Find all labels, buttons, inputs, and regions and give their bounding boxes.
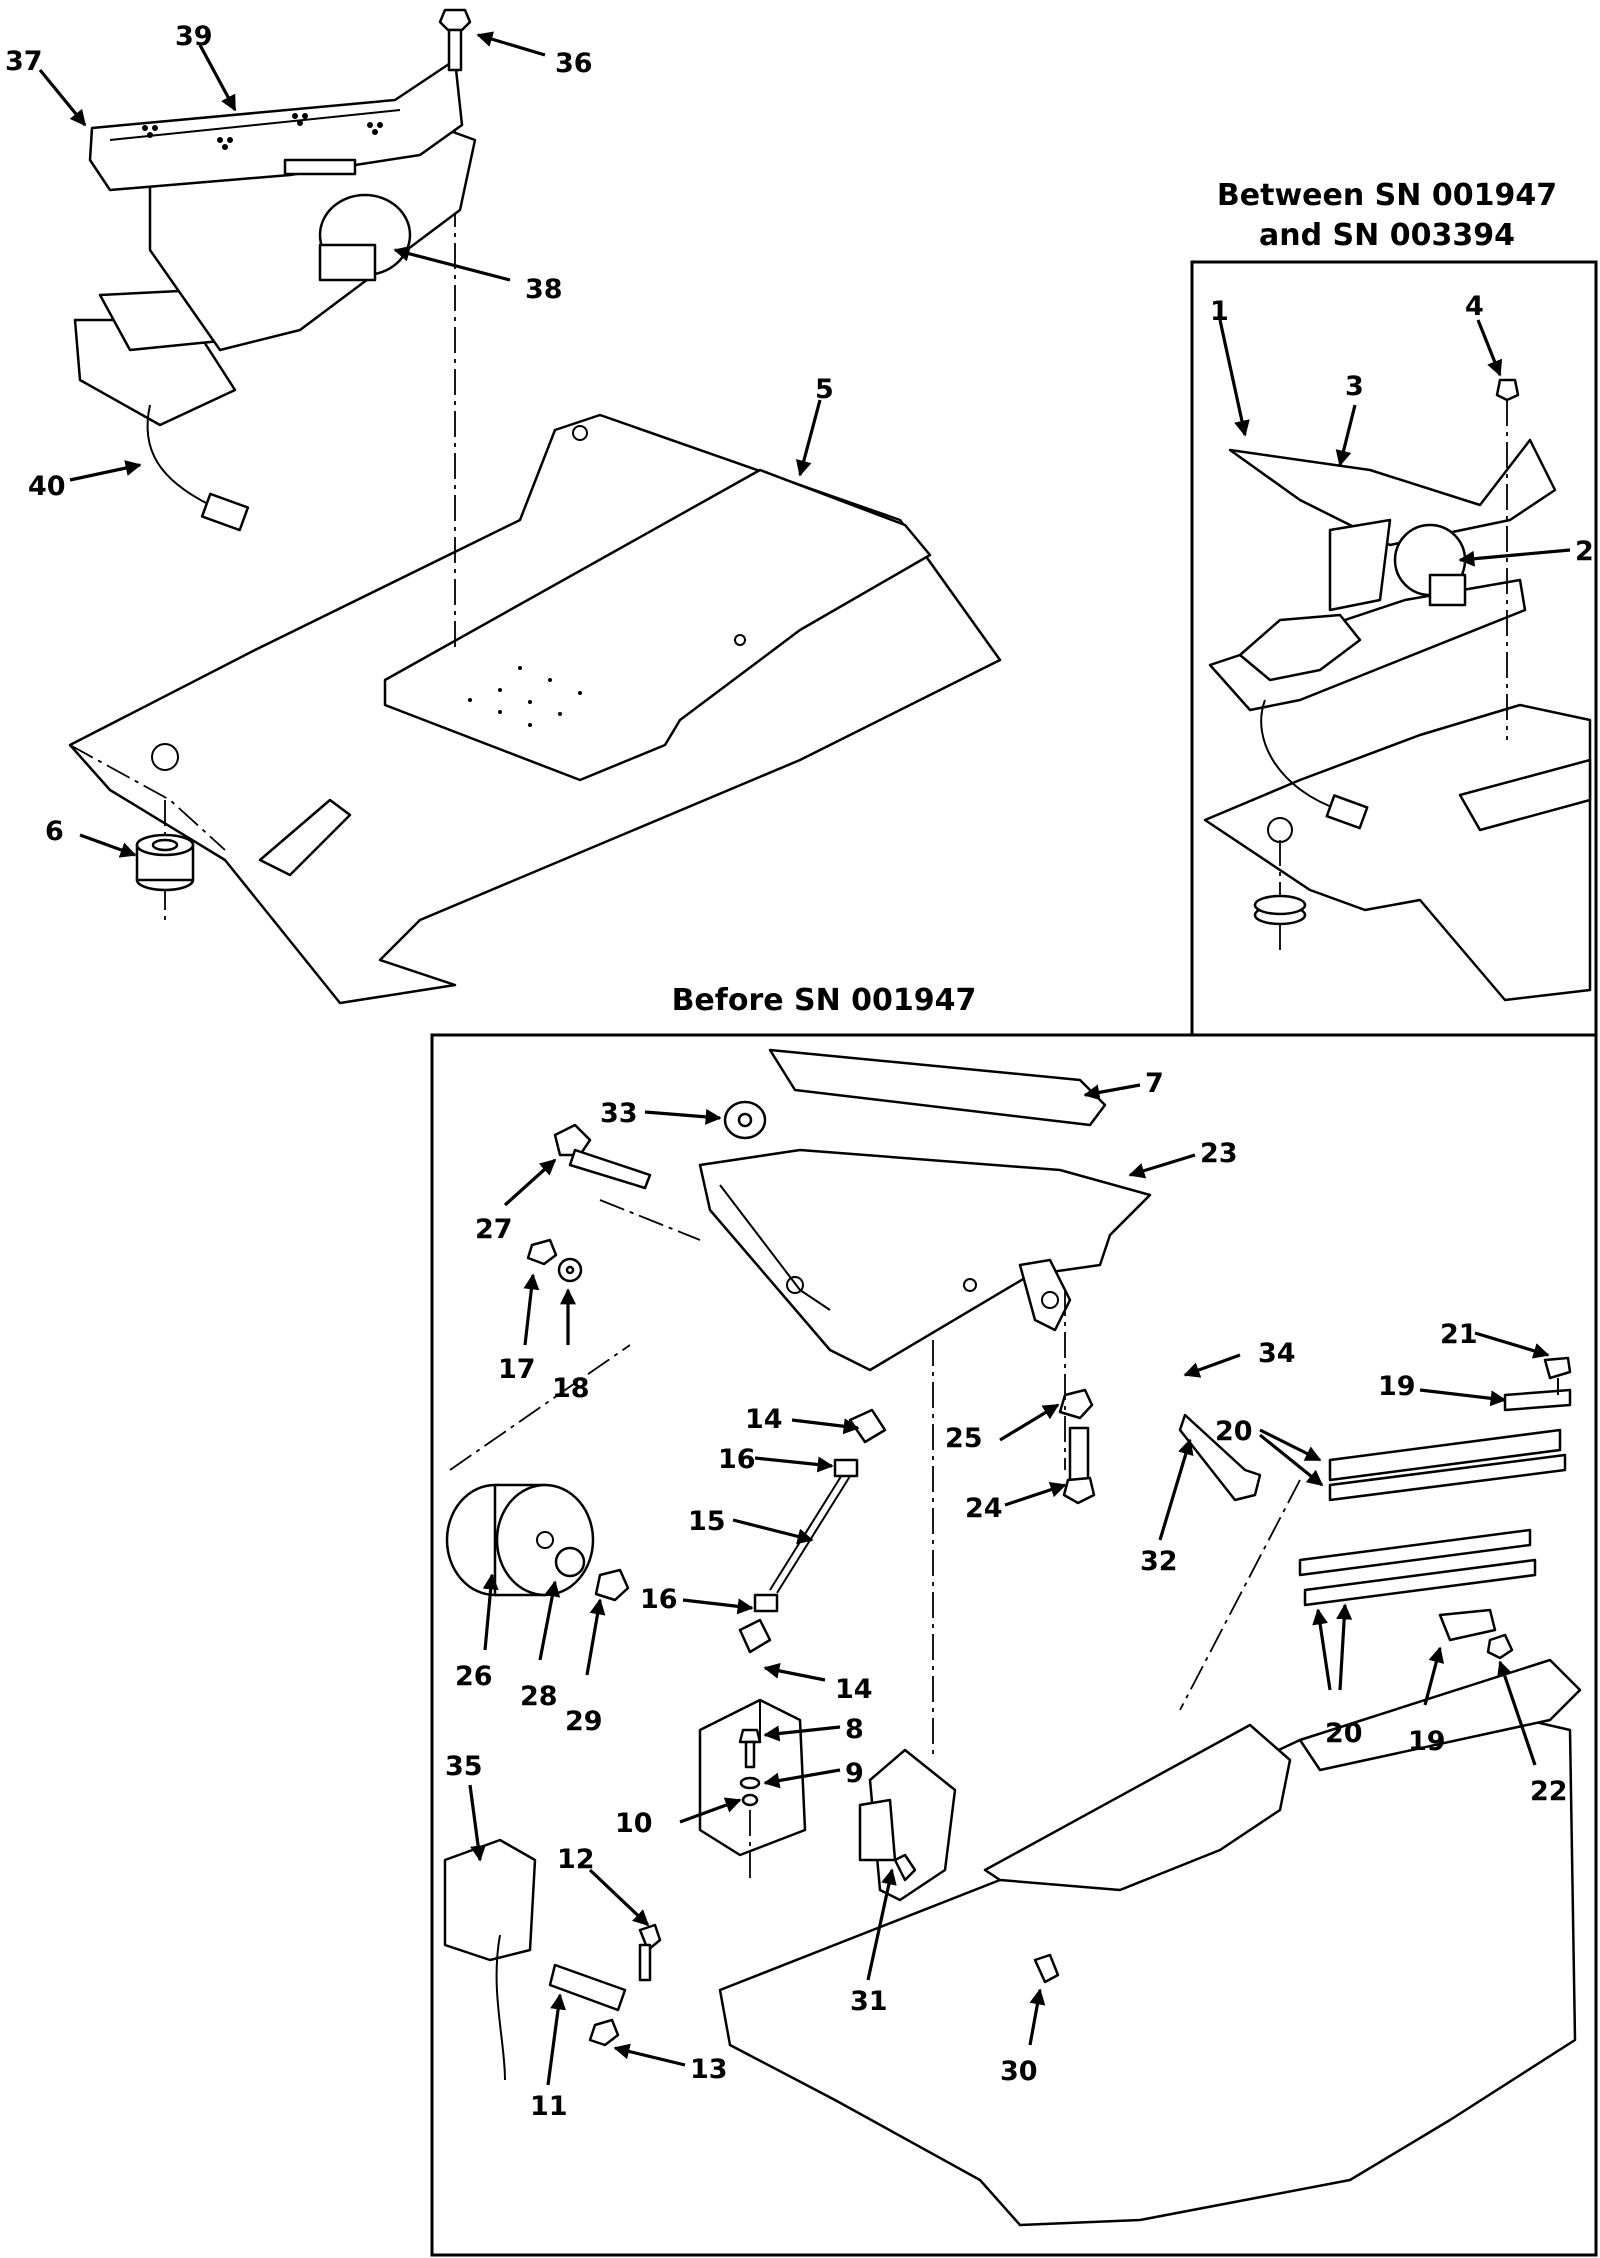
callout-37: 37 xyxy=(5,46,43,77)
callout-11: 11 xyxy=(530,2091,568,2122)
callout-4: 4 xyxy=(1465,291,1484,322)
callout-36: 36 xyxy=(555,48,593,79)
callout-31: 31 xyxy=(850,1986,888,2017)
callout-8: 8 xyxy=(845,1714,864,1745)
callout-2: 2 xyxy=(1575,536,1594,567)
callout-14-bottom: 14 xyxy=(835,1674,873,1705)
callout-10: 10 xyxy=(615,1808,653,1839)
callout-21: 21 xyxy=(1440,1319,1478,1350)
callout-27: 27 xyxy=(475,1214,513,1245)
callout-1: 1 xyxy=(1210,296,1229,327)
between-title-line1: Between SN 001947 xyxy=(1217,178,1557,213)
floor-mat xyxy=(383,468,932,782)
callout-9: 9 xyxy=(845,1758,864,1789)
callout-20-bottom: 20 xyxy=(1325,1718,1363,1749)
callout-25: 25 xyxy=(945,1423,983,1454)
callout-39: 39 xyxy=(175,21,213,52)
callout-20-top: 20 xyxy=(1215,1416,1253,1447)
callout-3: 3 xyxy=(1345,371,1364,402)
callout-30: 30 xyxy=(1000,2056,1038,2087)
callout-40: 40 xyxy=(28,471,66,502)
callout-13: 13 xyxy=(690,2054,728,2085)
callout-28: 28 xyxy=(520,1681,558,1712)
callout-7: 7 xyxy=(1145,1068,1164,1099)
callout-arrows xyxy=(38,31,1571,2086)
between-panel: Between SN 001947 and SN 003394 xyxy=(1190,178,1598,1037)
callout-15: 15 xyxy=(688,1506,726,1537)
callout-12: 12 xyxy=(557,1844,595,1875)
between-title-line2: and SN 003394 xyxy=(1259,218,1515,253)
callout-32: 32 xyxy=(1140,1546,1178,1577)
callout-16-top: 16 xyxy=(718,1444,756,1475)
callout-19-bottom: 19 xyxy=(1408,1726,1446,1757)
callout-38: 38 xyxy=(525,274,563,305)
main-assembly xyxy=(68,8,1002,1005)
callout-17: 17 xyxy=(498,1354,536,1385)
callout-24: 24 xyxy=(965,1493,1003,1524)
grommet xyxy=(135,833,195,892)
callout-labels: 37 39 36 38 40 5 6 1 3 4 2 7 23 33 27 17… xyxy=(5,21,1594,2122)
before-title: Before SN 001947 xyxy=(672,983,977,1018)
callout-6: 6 xyxy=(45,816,64,847)
callout-35: 35 xyxy=(445,1751,483,1782)
callout-5: 5 xyxy=(815,374,834,405)
pedal-assembly xyxy=(73,8,477,532)
before-frame xyxy=(430,1033,1598,2257)
callout-26: 26 xyxy=(455,1661,493,1692)
callout-22: 22 xyxy=(1530,1776,1568,1807)
callout-33: 33 xyxy=(600,1098,638,1129)
callout-14-top: 14 xyxy=(745,1404,783,1435)
callout-16-bottom: 16 xyxy=(640,1584,678,1615)
callout-19-top: 19 xyxy=(1378,1371,1416,1402)
callout-23: 23 xyxy=(1200,1138,1238,1169)
callout-29: 29 xyxy=(565,1706,603,1737)
callout-34: 34 xyxy=(1258,1338,1296,1369)
callout-18: 18 xyxy=(552,1373,590,1404)
